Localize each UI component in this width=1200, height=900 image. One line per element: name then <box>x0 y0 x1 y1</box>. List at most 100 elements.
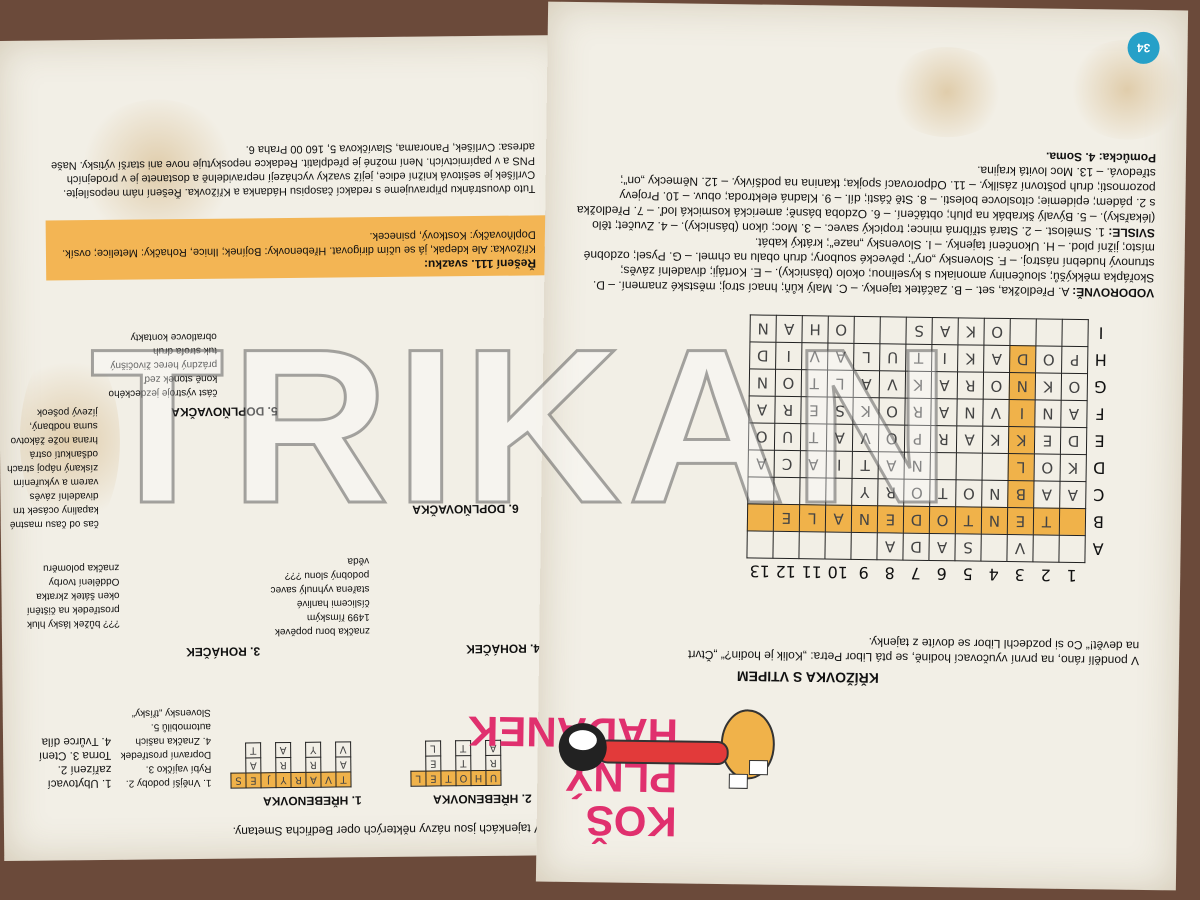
grid-cell: A <box>826 424 853 452</box>
column-number: 1 <box>1066 566 1077 586</box>
grid-cell: T <box>800 423 827 452</box>
row-letter: D <box>1092 458 1106 478</box>
grid-cell: A <box>930 398 958 426</box>
grid-cell: K <box>1060 454 1087 482</box>
row-letter: B <box>1092 512 1105 532</box>
grid-cell <box>772 531 800 559</box>
grid-cell: Y <box>851 478 879 506</box>
grid-cell: K <box>982 426 1009 454</box>
grid-cell <box>850 532 878 560</box>
clues-block: VODOROVNĚ: A. Předložka, set. – B. Začát… <box>574 142 1157 301</box>
grid-cell <box>1009 318 1037 346</box>
column-number: 6 <box>936 564 947 584</box>
grid-cell: S <box>826 397 854 425</box>
grid-cell: I <box>826 451 853 479</box>
grid-cell <box>773 477 801 505</box>
hrebenovka-2-clues: 1. Ubytovací zařízení 2. Torna 3. Ctení … <box>38 734 112 790</box>
grid-cell <box>747 476 775 505</box>
grid-cell <box>1058 535 1086 563</box>
column-number: 3 <box>1014 565 1025 585</box>
grid-cell: L <box>799 504 826 532</box>
grid-cell: N <box>749 314 777 343</box>
grid-cell: H <box>801 315 829 344</box>
column-number: 10 <box>827 563 849 583</box>
grid-cell: O <box>1035 345 1062 374</box>
grid-cell: N <box>1034 399 1062 428</box>
grid-cell <box>853 316 881 344</box>
grid-cell: D <box>903 506 930 534</box>
grid-cell: A <box>775 315 803 343</box>
grid-cell: V <box>879 370 906 399</box>
grid-cell: A <box>825 504 852 533</box>
grid-cell: O <box>827 316 855 344</box>
svisle-head: SVISLE: <box>1108 225 1156 241</box>
grid-cell: O <box>748 422 775 451</box>
cartoon-cat-with-basket <box>558 709 775 789</box>
grid-cell <box>746 530 774 559</box>
grid-cell: O <box>1034 453 1061 482</box>
doplnovacka-5-title: 5. DOPLŇOVAČKA <box>171 404 278 420</box>
doplnovacka-6-clues: čas od času mastné kapaliny ocásek trn d… <box>6 406 99 530</box>
grid-cell: K <box>957 344 984 373</box>
row-letter: C <box>1093 485 1105 505</box>
grid-cell <box>956 452 983 481</box>
grid-cell: L <box>1008 453 1035 481</box>
grid-cell: P <box>904 425 931 453</box>
grid-cell: A <box>748 449 775 478</box>
hrebenovka-1-clues: 1. Vnější podoby 2. Rybí vajíčko 3. Dopr… <box>120 706 212 789</box>
grid-cell: O <box>878 397 906 426</box>
column-number: 13 <box>749 561 771 582</box>
grid-cell: V <box>852 424 879 452</box>
grid-cell: I <box>1008 399 1036 427</box>
grid-cell: A <box>983 345 1010 373</box>
grid-cell <box>1035 318 1063 347</box>
grid-cell: A <box>931 371 958 399</box>
grid-cell: N <box>749 368 776 397</box>
column-number: 4 <box>988 565 999 585</box>
grid-cell: D <box>749 341 776 370</box>
grid-cell <box>980 534 1008 562</box>
grid-cell <box>879 316 907 345</box>
grid-cell: K <box>905 371 932 399</box>
grid-cell: R <box>904 398 932 426</box>
page-number-badge: 34 <box>1127 31 1160 65</box>
crossword-subtitle: KŘÍŽOVKA S VTIPEM <box>736 668 879 687</box>
grid-cell: T <box>801 369 828 398</box>
pomucka: Pomůcka: 4. Soma. <box>1045 149 1157 166</box>
grid-cell: D <box>1060 427 1087 455</box>
grid-cell: S <box>954 533 982 562</box>
grid-cell: K <box>852 397 880 425</box>
grid-cell: T <box>929 479 957 507</box>
grid-cell: A <box>1033 480 1061 509</box>
grid-cell <box>824 531 852 560</box>
grid-cell: N <box>1009 372 1036 400</box>
grid-cell: A <box>853 370 880 398</box>
grid-cell: D <box>1009 345 1036 373</box>
grid-cell: B <box>1007 480 1035 508</box>
grid-cell <box>825 478 853 506</box>
grid-cell: C <box>774 450 801 478</box>
rohacek-3-title: 3. ROHÁČEK <box>186 644 261 660</box>
rohacek-4-clues: značka boru popěvek 1499 římským číslice… <box>270 555 370 638</box>
right-page-content: KOŠ PLNÝ HÁDANEK KŘÍŽOVKA S VTIPEM V pon… <box>468 2 1188 891</box>
solution-text: Křížovka: Ale kdepak, já se učím dirigov… <box>62 228 536 260</box>
grid-cell: O <box>983 372 1010 400</box>
column-number: 8 <box>884 563 895 583</box>
row-letter: F <box>1095 404 1105 424</box>
row-letter: G <box>1094 377 1107 397</box>
column-number: 2 <box>1040 566 1051 586</box>
grid-cell: N <box>981 507 1008 535</box>
grid-cell: L <box>853 343 880 371</box>
rohacek-3-clues: ??? bůžek lásky hluk prostředek na čiště… <box>26 561 120 630</box>
grid-cell: O <box>775 369 802 397</box>
grid-cell: V <box>801 342 828 371</box>
grid-cell: O <box>955 479 983 508</box>
grid-cell: N <box>956 398 984 427</box>
